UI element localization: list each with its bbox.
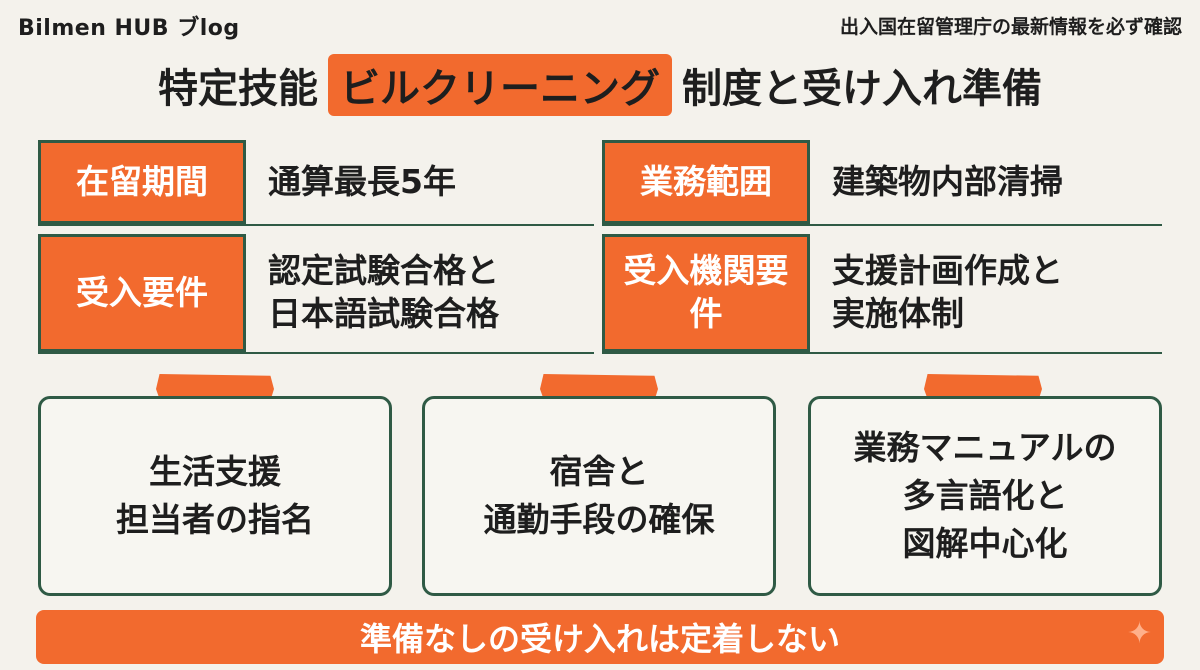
brand-logo-text: Bilmen HUB ブlog: [18, 16, 240, 41]
card-housing-commute: 宿舎と通勤手段の確保: [422, 396, 776, 596]
header-notice: 出入国在留管理庁の最新情報を必ず確認: [839, 16, 1182, 38]
title-highlight: ビルクリーニング: [328, 54, 672, 116]
info-cell-acceptance-requirements: 受入要件 認定試験合格と日本語試験合格: [38, 234, 594, 354]
title-prefix: 特定技能: [158, 66, 318, 112]
info-cell-stay-period: 在留期間 通算最長5年: [38, 140, 594, 226]
card-multilingual-manual: 業務マニュアルの多言語化と図解中心化: [808, 396, 1162, 596]
title-suffix: 制度と受け入れ準備: [682, 66, 1042, 112]
info-value: 建築物内部清掃: [832, 161, 1063, 201]
footer-text: 準備なしの受け入れは定着しない: [359, 620, 840, 658]
info-value: 通算最長5年: [268, 161, 456, 201]
page-title: 特定技能 ビルクリーニング 制度と受け入れ準備: [0, 54, 1200, 116]
footer-banner: 準備なしの受け入れは定着しない ✦: [36, 610, 1164, 664]
info-label: 在留期間: [38, 140, 246, 224]
info-label: 業務範囲: [602, 140, 810, 224]
info-value: 認定試験合格と日本語試験合格: [268, 251, 499, 333]
info-value: 支援計画作成と実施体制: [832, 251, 1063, 333]
sparkle-icon: ✦: [1126, 616, 1152, 651]
info-cell-work-scope: 業務範囲 建築物内部清掃: [602, 140, 1162, 226]
info-label: 受入機関要件: [602, 234, 810, 352]
info-cell-host-organization-requirements: 受入機関要件 支援計画作成と実施体制: [602, 234, 1162, 354]
info-label: 受入要件: [38, 234, 246, 352]
card-life-support: 生活支援担当者の指名: [38, 396, 392, 596]
